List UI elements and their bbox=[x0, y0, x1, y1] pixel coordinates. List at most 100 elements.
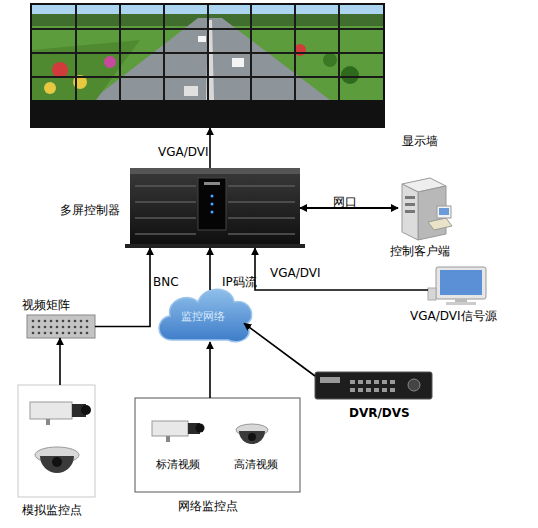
sd-camera: 标清视频 bbox=[150, 416, 206, 446]
network-cloud: 监控网络 bbox=[160, 288, 250, 345]
video-wall-part bbox=[232, 58, 244, 67]
network-cameras-part bbox=[196, 424, 205, 433]
node-label: 模拟监控点 bbox=[22, 503, 82, 517]
video-wall-part bbox=[44, 82, 56, 94]
analog-cameras-part bbox=[40, 456, 74, 473]
matrix-chassis-part bbox=[32, 320, 89, 335]
matrix-chassis-part-part bbox=[32, 332, 35, 335]
analog-cameras-part bbox=[18, 385, 95, 497]
dvr-box: DVR/DVS bbox=[315, 372, 432, 399]
matrix-chassis-part-part bbox=[74, 332, 77, 335]
node-label: VGA/DVI信号源 bbox=[410, 309, 497, 323]
video-wall-part bbox=[30, 3, 385, 128]
network-cameras-part bbox=[239, 431, 265, 444]
dvr-chassis-part-part bbox=[350, 380, 355, 384]
matrix-chassis-part-part bbox=[56, 326, 59, 329]
network-cameras-part bbox=[166, 436, 170, 442]
video-wall-part bbox=[341, 66, 359, 84]
analog-cameras-part bbox=[81, 405, 91, 415]
matrix-chassis-part-part bbox=[68, 326, 71, 329]
matrix-chassis-part-part bbox=[50, 326, 53, 329]
dvr-chassis-part bbox=[315, 372, 432, 399]
matrix-chassis-part-part bbox=[86, 332, 89, 335]
monitor-icon-part bbox=[428, 288, 436, 300]
controller-chassis-part bbox=[211, 211, 214, 214]
video-wall-part bbox=[32, 5, 383, 100]
monitor-icon-part bbox=[446, 302, 476, 305]
video-wall-part bbox=[198, 36, 206, 42]
network-cameras bbox=[135, 398, 300, 492]
matrix-chassis-part-part bbox=[62, 326, 65, 329]
node-label: 网络监控点 bbox=[178, 499, 238, 513]
node-label: 视频矩阵 bbox=[22, 298, 70, 312]
connector-arrow bbox=[209, 248, 211, 290]
matrix-chassis-part-part bbox=[80, 320, 83, 323]
video-wall-part bbox=[32, 5, 383, 100]
network-group: 网络监控点标清视频高清视频 bbox=[135, 398, 300, 492]
connector-arrow bbox=[255, 248, 428, 290]
controller-chassis-part bbox=[125, 244, 305, 248]
matrix-chassis-part-part bbox=[56, 332, 59, 335]
dvr-chassis bbox=[315, 372, 432, 399]
node-label: 显示墙 bbox=[402, 134, 438, 148]
analog-cameras-part bbox=[30, 402, 72, 419]
matrix-chassis-part-part bbox=[38, 326, 41, 329]
network-cloud bbox=[159, 289, 252, 342]
hd-camera: 高清视频 bbox=[234, 420, 270, 448]
matrix-chassis-part-part bbox=[80, 326, 83, 329]
controller-chassis-part-part bbox=[135, 201, 196, 203]
edge-label: 网口 bbox=[333, 195, 357, 209]
dvr-chassis-part-part bbox=[382, 380, 387, 384]
node-label: 监控网络 bbox=[181, 310, 225, 324]
controller-chassis-part bbox=[130, 168, 300, 174]
dvr-chassis-part bbox=[320, 377, 340, 383]
edge-label: BNC bbox=[153, 275, 179, 289]
dvr-chassis-part-part bbox=[390, 380, 395, 384]
controller-chassis-part bbox=[130, 168, 300, 248]
dvr-chassis-part-part bbox=[374, 388, 379, 392]
controller-box: 多屏控制器 bbox=[130, 168, 300, 248]
display-wall: 显示墙 bbox=[30, 3, 385, 128]
monitor-icon-part bbox=[436, 267, 486, 299]
matrix-chassis-part-part bbox=[68, 332, 71, 335]
client-box: 控制客户端 bbox=[398, 178, 456, 240]
server-icon bbox=[402, 178, 452, 240]
controller-chassis-part bbox=[211, 195, 214, 198]
edge-label: VGA/DVI bbox=[158, 145, 209, 159]
dvr-chassis-part-part bbox=[382, 388, 387, 392]
dvr-chassis-part-part bbox=[358, 380, 363, 384]
matrix-chassis-part-part bbox=[50, 320, 53, 323]
controller-chassis bbox=[125, 168, 305, 248]
video-wall-part bbox=[323, 53, 337, 67]
server-icon-part bbox=[405, 203, 415, 206]
video-wall-part bbox=[184, 86, 198, 96]
controller-chassis-part-part bbox=[228, 185, 295, 187]
monitor-icon bbox=[428, 267, 486, 305]
connector-arrow bbox=[209, 342, 211, 398]
video-wall-part-part bbox=[32, 28, 383, 30]
controller-chassis-part bbox=[198, 178, 226, 230]
analog-cameras-part bbox=[52, 457, 62, 467]
dvr-chassis-part bbox=[408, 379, 420, 391]
matrix-box: 视频矩阵 bbox=[27, 315, 95, 338]
matrix-chassis-part-part bbox=[62, 332, 65, 335]
matrix-chassis-part-part bbox=[32, 320, 35, 323]
matrix-chassis-part-part bbox=[44, 332, 47, 335]
video-wall bbox=[30, 3, 385, 128]
controller-chassis-part bbox=[204, 182, 220, 185]
video-wall-part bbox=[104, 56, 116, 68]
network-cloud-part bbox=[159, 289, 252, 342]
controller-chassis-part-part bbox=[228, 217, 295, 219]
video-wall-part-part bbox=[32, 52, 383, 54]
matrix-chassis-part-part bbox=[62, 320, 65, 323]
node-label: DVR/DVS bbox=[349, 406, 410, 420]
matrix-chassis-part-part bbox=[38, 320, 41, 323]
matrix-chassis-part-part bbox=[80, 332, 83, 335]
matrix-chassis-part-part bbox=[32, 326, 35, 329]
matrix-chassis-part bbox=[27, 315, 95, 338]
server-icon-part bbox=[405, 196, 415, 199]
edge-label: IP码流 bbox=[222, 275, 257, 289]
